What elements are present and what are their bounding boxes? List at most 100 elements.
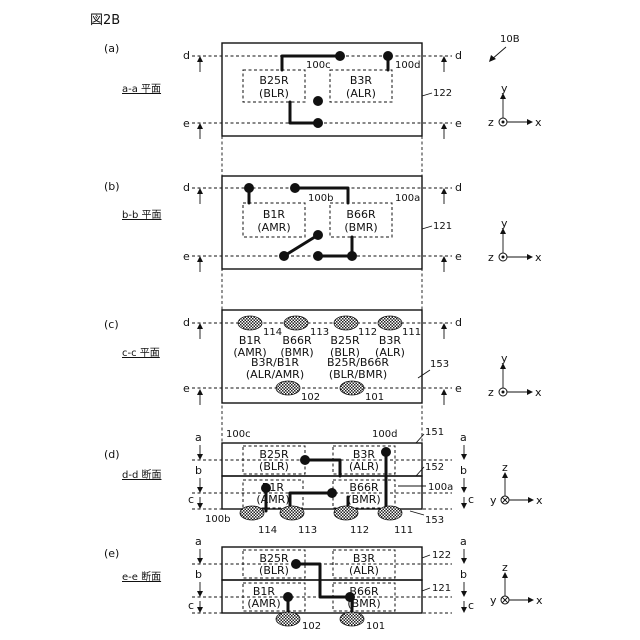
panel-b-plane-label: b-b 平面 <box>122 210 161 221</box>
axes-a-z-label: z <box>488 116 494 129</box>
panel-c-pad-111 <box>378 316 402 330</box>
panel-b-module-100a-band: B66R <box>346 208 376 221</box>
panel-d-pad-112-id: 112 <box>350 525 369 536</box>
panel-d-via-3 <box>261 483 271 493</box>
panel-e-letter: (e) <box>104 547 119 560</box>
panel-d-layer-151-leader <box>416 434 424 443</box>
panel-e: (e) e-e 断面 a a b b c c B25R (BLR) B3R (A… <box>104 535 474 632</box>
panel-e-via-3 <box>345 592 355 602</box>
panel-b-via-1 <box>244 183 254 193</box>
figure-title: 図2B <box>90 13 120 28</box>
panel-d-a-right: a <box>460 431 467 444</box>
panel-d-a-left: a <box>195 431 202 444</box>
panel-d-ref-100a: 100a <box>428 482 453 493</box>
panel-b: (b) b-b 平面 d d e e B1R (AMR) B66R (BMR) … <box>104 176 462 272</box>
panel-e-layer-122-ref: 122 <box>432 550 451 561</box>
panel-e-via-1 <box>291 559 301 569</box>
panel-d-arrows <box>197 445 467 509</box>
panel-b-ref-100a: 100a <box>395 193 420 204</box>
panel-c-letter: (c) <box>104 318 119 331</box>
panel-d-via-4 <box>327 488 337 498</box>
axes-d-y-label: y <box>490 494 497 507</box>
axes-panel-a: y x z <box>488 82 542 129</box>
panel-b-via-2 <box>290 183 300 193</box>
panel-d-letter: (d) <box>104 448 120 461</box>
panel-a-module-100c-band: B25R <box>259 74 289 87</box>
panel-d-ref-100d: 100d <box>372 429 397 440</box>
panel-a-e-left: e <box>183 117 190 130</box>
panel-d-pad-112 <box>334 506 358 520</box>
panel-d-module-100c-type: (BLR) <box>259 460 289 473</box>
panel-d-pad-114-id: 114 <box>258 525 277 536</box>
panel-d-c-left: c <box>188 493 194 506</box>
panel-b-layer-leader <box>422 226 432 229</box>
panel-a-plane-label: a-a 平面 <box>122 84 161 95</box>
panel-b-layer-ref: 121 <box>433 221 452 232</box>
panel-b-wire-100b-e <box>284 235 318 256</box>
axes-a-x-label: x <box>535 116 542 129</box>
panel-e-c-right: c <box>468 599 474 612</box>
panel-b-via-5 <box>313 251 323 261</box>
panel-c-layer-ref: 153 <box>430 359 449 370</box>
panel-c-pad-111-id: 111 <box>402 327 421 338</box>
panel-a-layer-ref: 122 <box>433 88 452 99</box>
panel-d-module-100a-type: (BMR) <box>347 493 380 506</box>
axes-panel-c: y x z <box>488 352 542 399</box>
panel-a-module-100d-type: (ALR) <box>346 87 376 100</box>
panel-e-c-left: c <box>188 599 194 612</box>
panel-d-pad-113 <box>280 506 304 520</box>
panel-c-pad-114 <box>238 316 262 330</box>
panel-d-module-100b-type: (AMR) <box>256 493 289 506</box>
axes-d-x-label: x <box>536 494 543 507</box>
panel-c-pad-102-type: (ALR/AMR) <box>246 368 304 381</box>
panel-a-via-2 <box>383 51 393 61</box>
panel-e-arrows <box>197 549 467 613</box>
panel-a: (a) a-a 平面 d d e e B25R (BLR) B3R (ALR) … <box>104 42 462 139</box>
panel-e-layer-122-leader <box>422 555 430 558</box>
panel-d-layer-152-ref: 152 <box>425 462 444 473</box>
panel-b-d-left: d <box>183 181 190 194</box>
panel-c-pad-101-type: (BLR/BMR) <box>329 368 387 381</box>
panel-c-pad-112 <box>334 316 358 330</box>
panel-d-ref-100b: 100b <box>205 514 230 525</box>
panel-b-d-right: d <box>455 181 462 194</box>
panel-a-via-3 <box>313 96 323 106</box>
panel-c-pad-102 <box>276 381 300 395</box>
panel-d: (d) d-d 断面 a a b b c c B25R (BLR) B3R (A… <box>104 427 474 536</box>
panel-e-plane-label: e-e 断面 <box>122 570 161 583</box>
panel-b-via-6 <box>347 251 357 261</box>
panel-d-layer-152-leader <box>416 467 424 476</box>
panel-c-d-right: d <box>455 316 462 329</box>
panel-d-via-2 <box>381 447 391 457</box>
axes-e-z-label: z <box>502 561 508 574</box>
panel-a-module-100c-type: (BLR) <box>259 87 289 100</box>
axes-b-z-label: z <box>488 251 494 264</box>
panel-a-d-left: d <box>183 49 190 62</box>
panel-e-pad-102-id: 102 <box>302 621 321 632</box>
panel-e-layer-121-leader <box>422 588 430 591</box>
panel-e-via-2 <box>283 592 293 602</box>
panel-b-e-left: e <box>183 250 190 263</box>
panel-e-layer-121-ref: 121 <box>432 583 451 594</box>
panel-b-wire-100a-e <box>318 237 352 256</box>
panel-c-e-left: e <box>183 382 190 395</box>
panel-e-pad-101-id: 101 <box>366 621 385 632</box>
panel-d-module-100d-type: (ALR) <box>349 460 379 473</box>
panel-c-pad-113-id: 113 <box>310 327 329 338</box>
panel-d-pad-114 <box>240 506 264 520</box>
panel-b-module-100a-type: (BMR) <box>344 221 377 234</box>
panel-d-ref-100c: 100c <box>226 429 251 440</box>
panel-e-a-right: a <box>460 535 467 548</box>
panel-b-via-4 <box>279 251 289 261</box>
panel-a-d-right: d <box>455 49 462 62</box>
axes-panel-e: z x y <box>490 561 543 607</box>
panel-e-module-amr-type: (AMR) <box>247 597 280 610</box>
panel-e-b-right: b <box>460 568 467 581</box>
panel-c-pad-114-id: 114 <box>263 327 282 338</box>
axes-panel-b: y x z <box>488 217 542 264</box>
panel-a-letter: (a) <box>104 42 119 55</box>
panel-b-letter: (b) <box>104 180 120 193</box>
panel-c-pad-102-id: 102 <box>301 392 320 403</box>
axes-a-y-label: y <box>501 82 508 95</box>
